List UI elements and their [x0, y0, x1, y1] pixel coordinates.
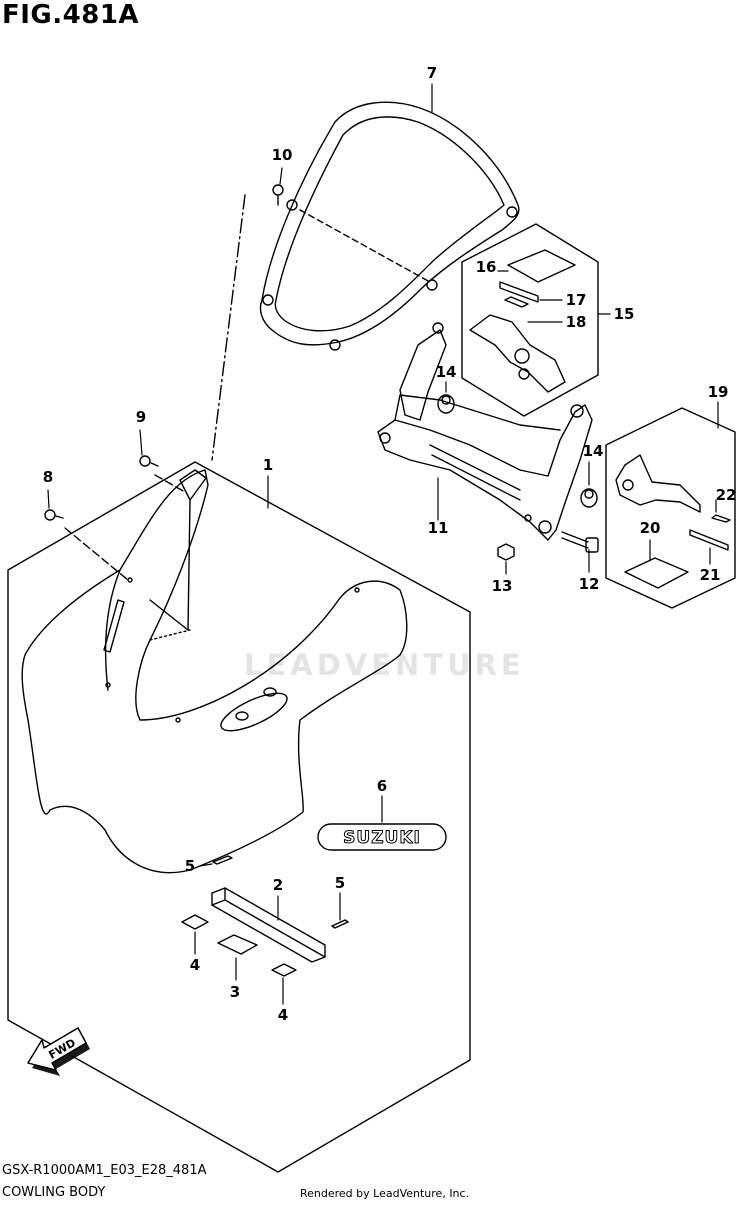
emblem-text: SUZUKI: [343, 828, 421, 848]
callout-9: 9: [136, 408, 146, 426]
callout-18: 18: [566, 313, 587, 331]
callout-3: 3: [230, 983, 240, 1001]
screw-8: [44, 509, 64, 521]
mounting-bracket-11: [377, 329, 593, 541]
grommet-14b: [580, 488, 598, 508]
bracket-kit-group-box: [605, 407, 736, 609]
callout-4-right: 4: [278, 1006, 288, 1024]
spacer-22: [711, 514, 731, 523]
callout-14-upper: 14: [436, 363, 457, 381]
alignment-line: [211, 194, 246, 461]
callout-2: 2: [273, 876, 283, 894]
callout-20: 20: [640, 519, 661, 537]
callout-12: 12: [579, 575, 600, 593]
cowling-group-box: [7, 461, 471, 1173]
spacer-17: [499, 281, 539, 303]
callout-15: 15: [614, 305, 635, 323]
nut-13: [497, 543, 515, 561]
screen-kit-group-box: [461, 223, 599, 417]
screen-bracket-drawing: [469, 314, 566, 393]
grommet-14a: [437, 394, 455, 414]
emblem-6: [317, 823, 447, 851]
callout-14-right: 14: [583, 442, 604, 460]
sticker-20: [624, 557, 689, 589]
section-name: COWLING BODY: [2, 1185, 106, 1200]
callout-4-left: 4: [190, 956, 200, 974]
callout-10: 10: [272, 146, 293, 164]
callout-6: 6: [377, 777, 387, 795]
pad-4a: [181, 914, 209, 930]
windscreen-part: [259, 101, 520, 351]
callout-5-left: 5: [185, 857, 195, 875]
callout-13: 13: [492, 577, 513, 595]
callout-labels: 7 10 1 9 8 16 17 18 15 14 19 14 22 11 20…: [43, 64, 737, 1024]
figure-title: FIG.481A: [2, 0, 140, 30]
screw-9: [139, 455, 159, 467]
sticker-16: [507, 249, 576, 283]
cowling-body-part: [21, 469, 408, 874]
callout-17: 17: [566, 291, 587, 309]
pad-3: [217, 934, 258, 955]
credit-line: Rendered by LeadVenture, Inc.: [300, 1187, 470, 1200]
spacer-18: [504, 296, 529, 308]
fwd-arrow: FWD: [27, 1027, 90, 1076]
bolt-12: [561, 531, 599, 553]
pad-5b: [331, 919, 349, 929]
spacer-21: [689, 529, 729, 551]
callout-19: 19: [708, 383, 729, 401]
callout-7: 7: [427, 64, 437, 82]
callout-22: 22: [716, 486, 737, 504]
callout-16: 16: [476, 258, 497, 276]
pad-4b: [271, 963, 297, 977]
leader-lines: [47, 83, 719, 1005]
bracket-19-drawing: [615, 454, 701, 513]
callout-5-right: 5: [335, 874, 345, 892]
callout-1: 1: [263, 456, 273, 474]
callout-8: 8: [43, 468, 53, 486]
callout-11: 11: [428, 519, 449, 537]
model-code: GSX-R1000AM1_E03_E28_481A: [2, 1163, 207, 1178]
pad-5a: [212, 855, 233, 865]
callout-21: 21: [700, 566, 721, 584]
screw-10: [272, 184, 284, 206]
